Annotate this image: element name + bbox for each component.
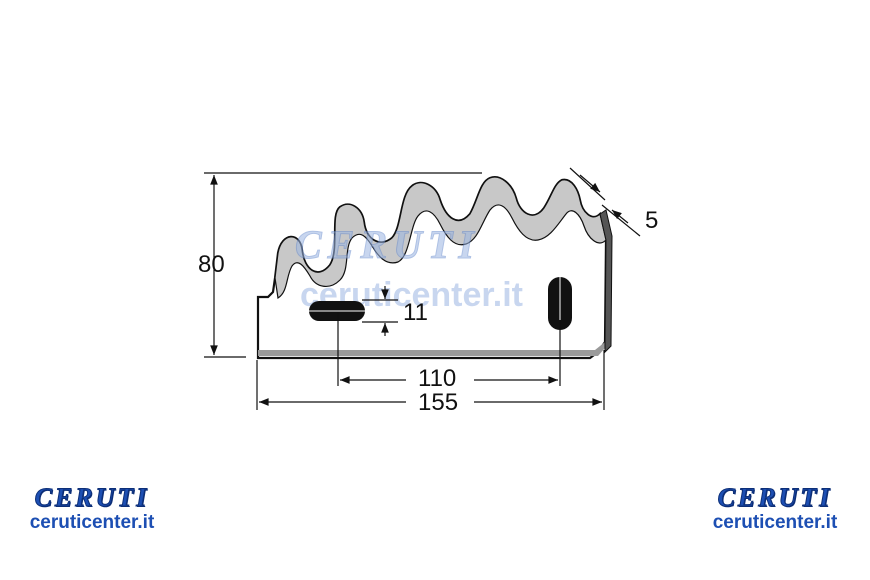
height-value: 80: [198, 251, 225, 278]
dimension-hole-spacing: [337, 312, 561, 386]
bevel-band: [274, 176, 607, 299]
ceruti-logo-right: CERUTI ceruticenter.it: [690, 483, 860, 534]
logo-site: ceruticenter.it: [712, 512, 838, 533]
slot-width-value: 11: [403, 299, 428, 326]
hole-spacing-value: 110: [418, 365, 456, 392]
logo-brand: CERUTI: [34, 483, 150, 512]
dimension-thickness: [569, 167, 641, 237]
thickness-value: 5: [645, 207, 658, 234]
length-value: 155: [418, 389, 458, 416]
ceruti-logo-left: CERUTI ceruticenter.it: [7, 483, 177, 534]
dimension-slot-width: [362, 286, 398, 336]
watermark-brand: CERUTI: [295, 222, 480, 267]
right-edge: [599, 209, 613, 354]
bottom-bevel: [258, 342, 605, 356]
dimension-length: [256, 350, 605, 410]
dimension-height: [204, 172, 482, 358]
logo-brand: CERUTI: [717, 483, 833, 512]
logo-site: ceruticenter.it: [29, 512, 155, 533]
